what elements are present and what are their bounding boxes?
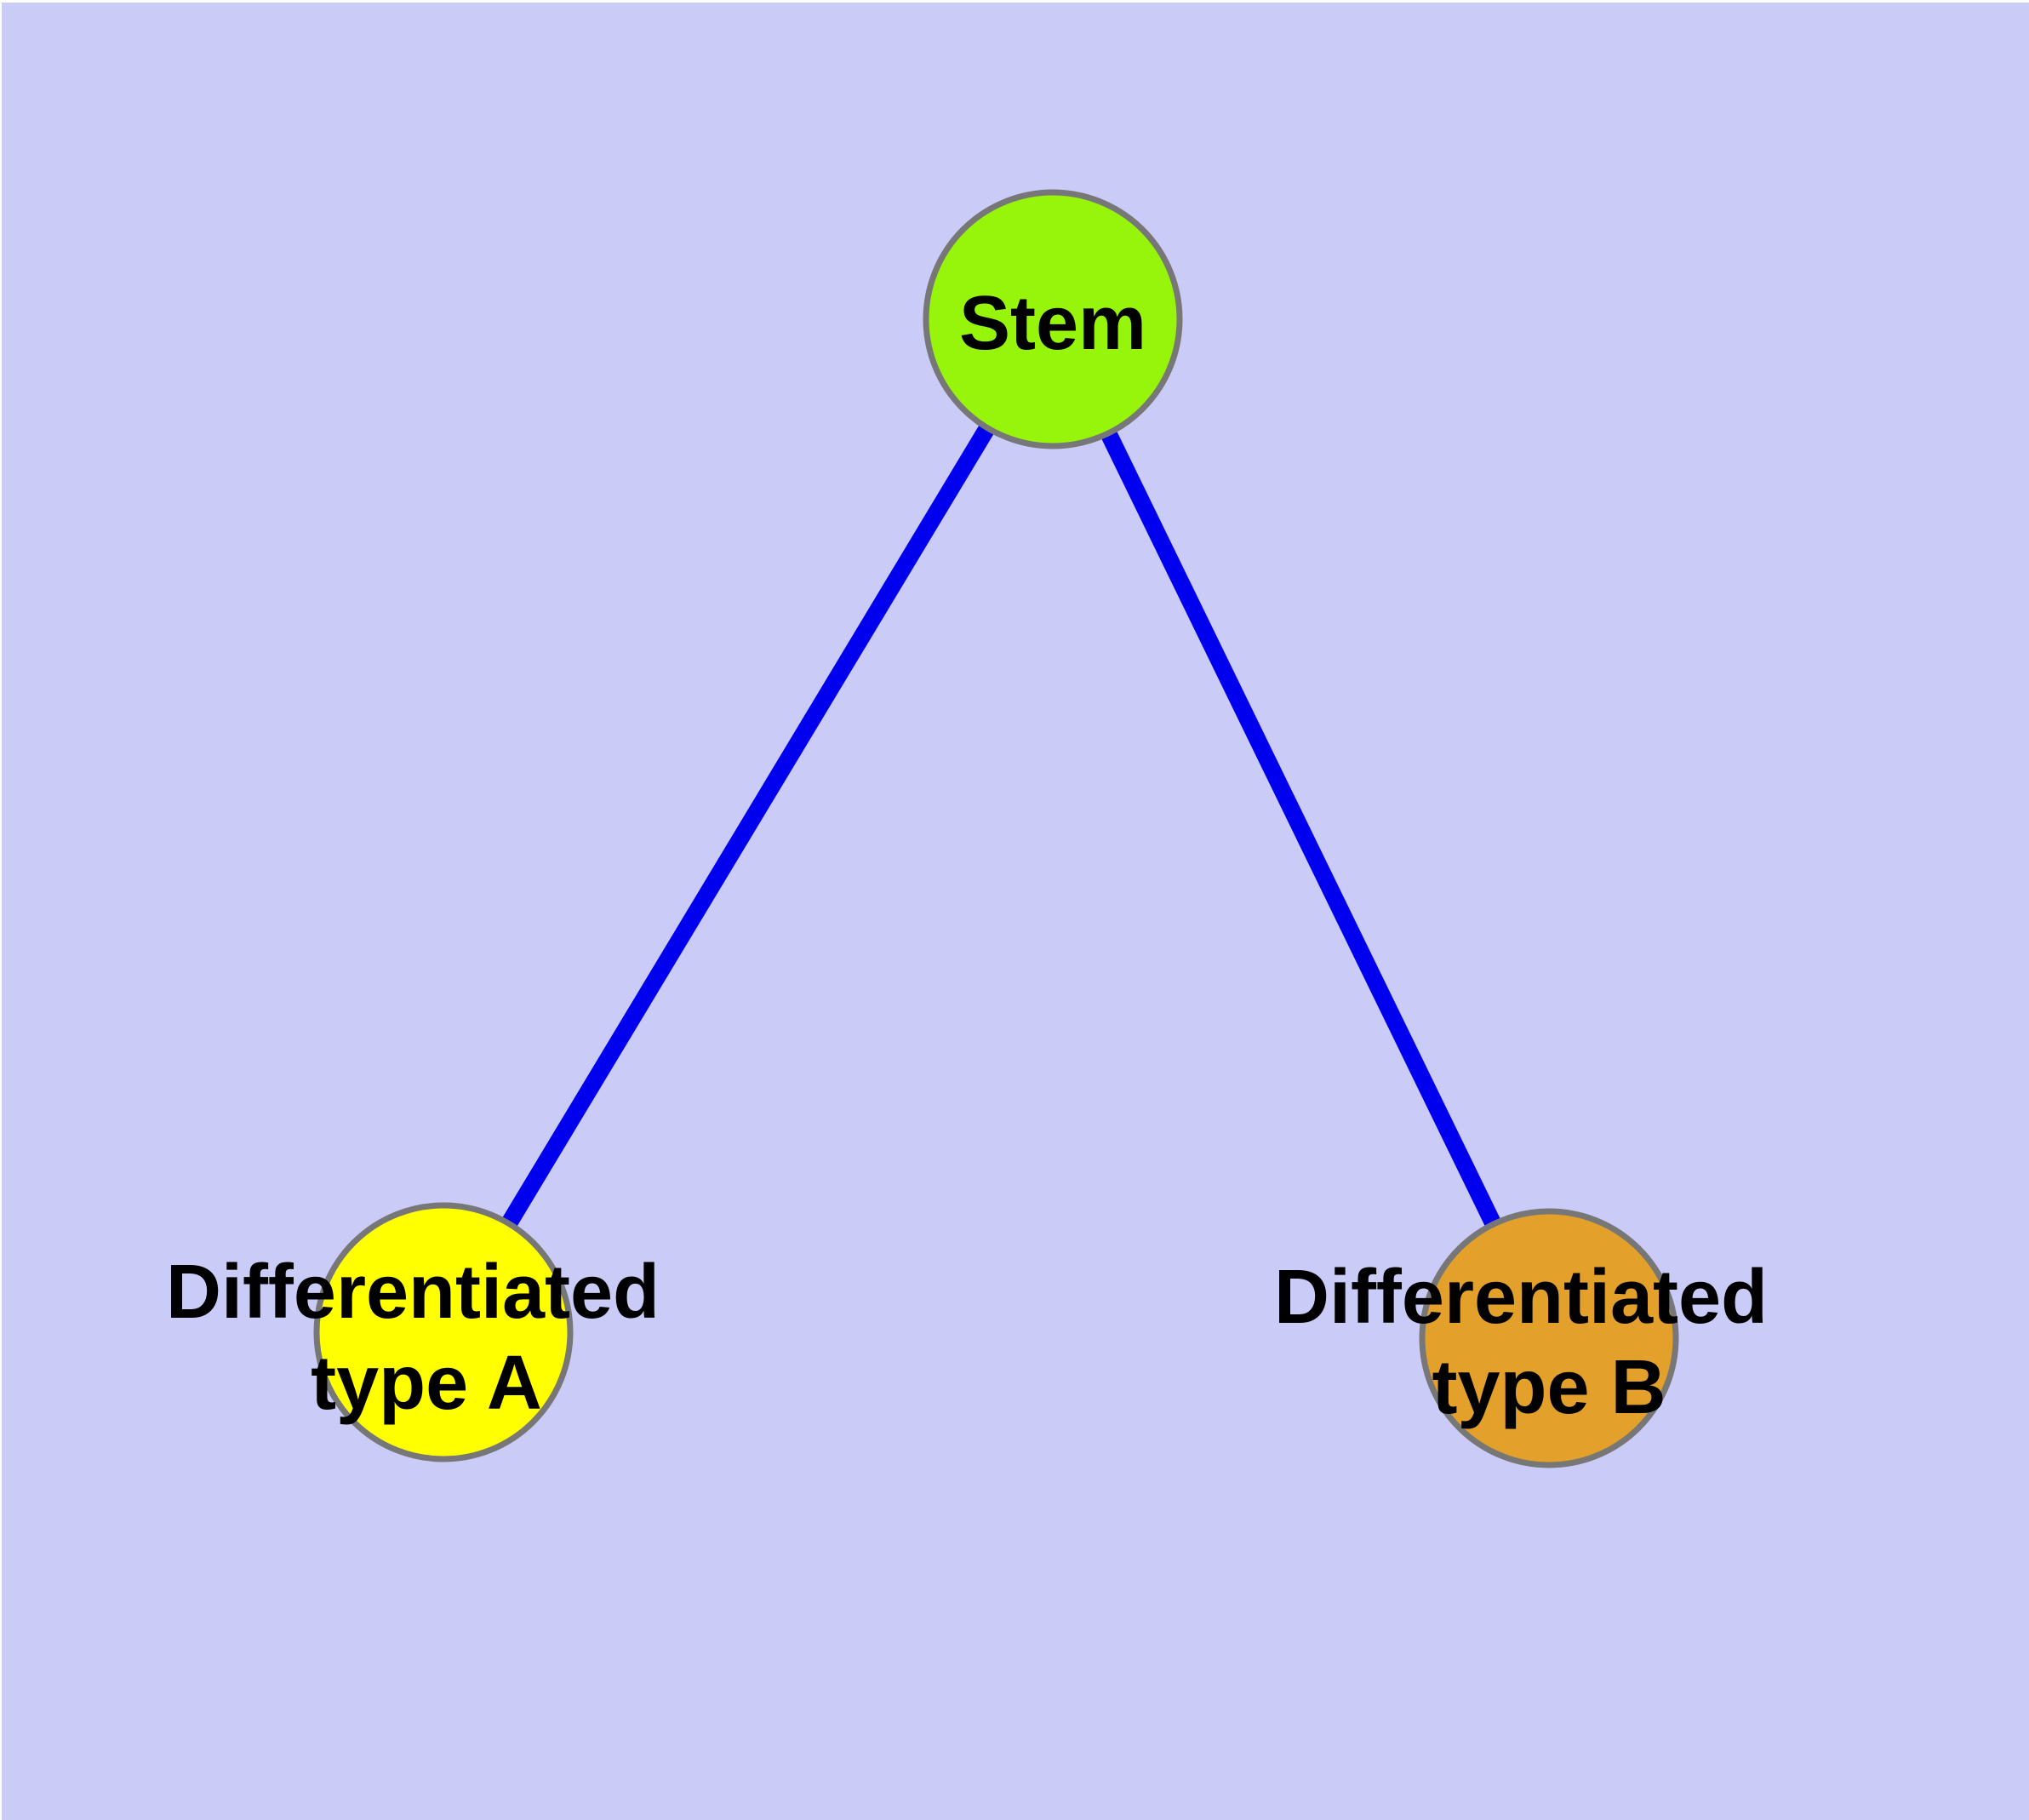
node-differentiated-type-b (1419, 1208, 1679, 1468)
node-stem-label: Stem (959, 281, 1146, 366)
node-differentiated-type-a-label-line1: Differentiated (166, 1250, 660, 1335)
node-stem (923, 189, 1183, 449)
node-differentiated-type-b-label-line2: type B (1432, 1345, 1666, 1430)
edge-stem-to-differentiated-type-a (436, 314, 1060, 1337)
edge-stem-to-differentiated-type-b (1045, 315, 1557, 1342)
node-differentiated-type-a-label-line2: type A (311, 1341, 542, 1426)
node-differentiated-type-b-label-line1: Differentiated (1274, 1255, 1768, 1340)
node-differentiated-type-a (313, 1202, 574, 1462)
